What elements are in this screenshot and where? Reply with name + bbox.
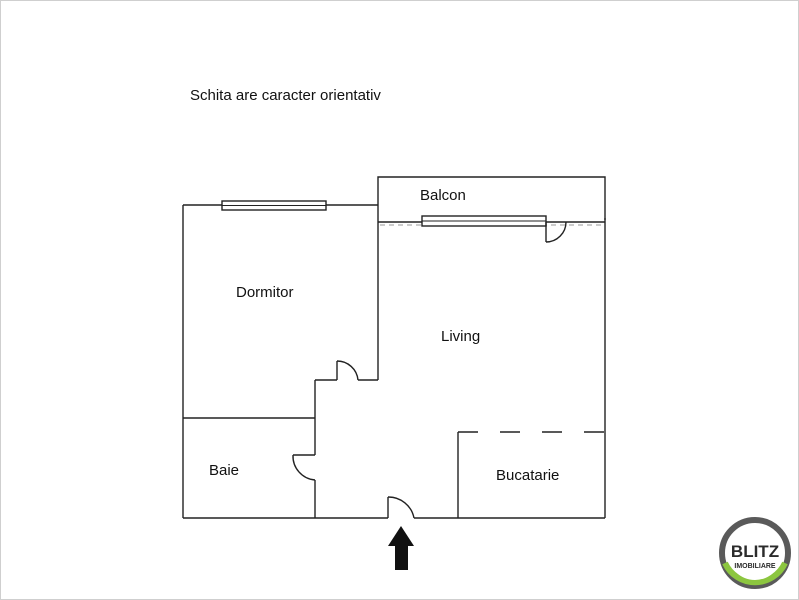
baie-door bbox=[292, 454, 316, 481]
room-label-baie: Baie bbox=[209, 462, 240, 479]
room-label-bucatarie: Bucatarie bbox=[496, 467, 560, 484]
balcony-door bbox=[545, 221, 567, 243]
disclaimer-note: Schita are caracter orientativ bbox=[190, 87, 381, 104]
logo-brand: BLITZ bbox=[731, 542, 779, 561]
room-label-dormitor: Dormitor bbox=[236, 284, 294, 301]
window-dormitor bbox=[221, 200, 327, 211]
blitz-logo: BLITZ IMOBILIARE bbox=[719, 517, 791, 589]
room-label-balcon: Balcon bbox=[420, 187, 466, 204]
dormitor-door bbox=[336, 360, 359, 381]
interior-walls bbox=[183, 379, 605, 518]
room-label-living: Living bbox=[441, 328, 481, 345]
entrance-door bbox=[387, 496, 415, 519]
entrance-arrow-icon bbox=[388, 526, 414, 570]
window-living bbox=[421, 215, 547, 227]
balcony-outline bbox=[377, 176, 606, 220]
logo-green-arc bbox=[722, 561, 788, 586]
logo-sub: IMOBILIARE bbox=[734, 563, 776, 570]
